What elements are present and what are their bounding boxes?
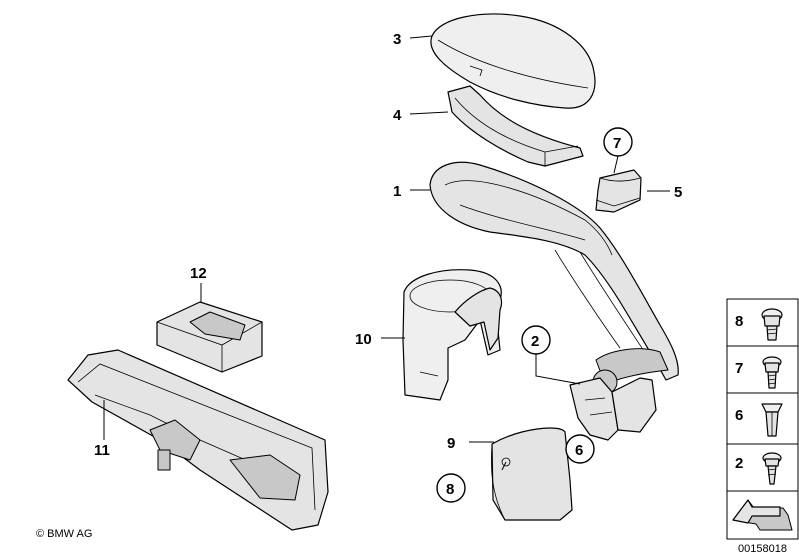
clip-icon-6 bbox=[761, 403, 783, 437]
legend-item-7: 7 bbox=[735, 360, 743, 377]
callout-9: 9 bbox=[447, 435, 455, 452]
callout-1: 1 bbox=[393, 183, 401, 200]
callout-10: 10 bbox=[355, 331, 372, 348]
part-4-tray-insert bbox=[447, 85, 584, 167]
arrow-icon bbox=[732, 499, 793, 531]
part-5-cover-cap bbox=[595, 169, 642, 213]
callout-2-circled: 2 bbox=[531, 333, 539, 350]
screw-icon-8 bbox=[761, 308, 783, 341]
callout-labels: 3 4 1 5 10 9 12 11 bbox=[94, 31, 682, 459]
screw-icon-7 bbox=[762, 356, 782, 389]
fastener-legend: 8 7 6 2 bbox=[726, 298, 799, 540]
callout-6-circled: 6 bbox=[575, 442, 583, 459]
leader-lines bbox=[103, 35, 670, 471]
callout-3: 3 bbox=[393, 31, 401, 48]
legend-item-2: 2 bbox=[735, 455, 743, 472]
part-9-side-cover bbox=[490, 427, 573, 521]
callout-5: 5 bbox=[674, 184, 682, 201]
part-11-console-base bbox=[67, 349, 329, 531]
callout-4: 4 bbox=[393, 107, 402, 124]
part-1-armrest-frame bbox=[429, 161, 679, 441]
callout-11: 11 bbox=[94, 442, 110, 459]
copyright-text: © BMW AG bbox=[36, 528, 92, 540]
drawing-number: 00158018 bbox=[738, 543, 787, 555]
part-12-pad bbox=[156, 301, 263, 373]
legend-item-6: 6 bbox=[735, 407, 743, 424]
screw-icon-2 bbox=[762, 452, 782, 485]
part-3-armrest-cushion bbox=[430, 13, 596, 109]
callout-7-circled: 7 bbox=[613, 135, 621, 152]
callout-8-circled: 8 bbox=[446, 481, 454, 498]
circled-callouts: 7 2 6 8 bbox=[436, 127, 633, 503]
part-10-cupholder-sleeve bbox=[402, 269, 503, 401]
legend-item-8: 8 bbox=[735, 313, 743, 330]
callout-12: 12 bbox=[190, 265, 207, 282]
